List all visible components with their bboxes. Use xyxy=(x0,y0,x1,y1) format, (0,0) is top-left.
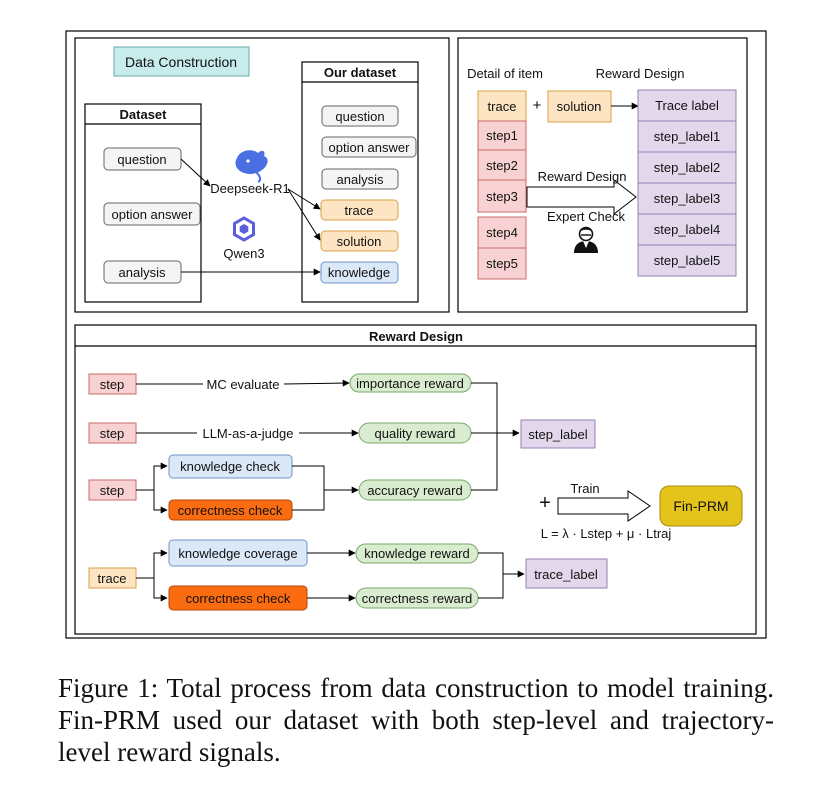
our-item-analysis-box xyxy=(321,168,399,190)
qwen-icon xyxy=(233,216,255,242)
our-item-trace-box xyxy=(320,199,399,221)
correctness-check-1: correctness check xyxy=(178,503,283,518)
label-step1: step_label1 xyxy=(654,129,721,144)
detail-step5: step5 xyxy=(486,256,518,271)
dataset-item-question: question xyxy=(117,152,166,167)
knowledge-coverage: knowledge coverage xyxy=(178,546,297,561)
trace-label-output-box xyxy=(525,558,608,589)
accuracy-reward: accuracy reward xyxy=(367,483,462,498)
deepseek-whale-icon xyxy=(235,150,268,183)
label-step3-box xyxy=(637,182,737,215)
step-label-3: step xyxy=(100,483,125,498)
our-item-solution: solution xyxy=(337,234,382,249)
quality-reward: quality reward xyxy=(375,426,456,441)
mc-evaluate-label: MC evaluate xyxy=(207,377,280,392)
label-step4-box xyxy=(637,213,737,246)
reward-design-arrow xyxy=(526,178,637,216)
fin-prm-box xyxy=(659,485,743,527)
our-item-trace: trace xyxy=(345,203,374,218)
label-step3: step_label3 xyxy=(654,191,721,206)
label-trace: Trace label xyxy=(655,98,719,113)
item-detail-panel xyxy=(457,37,748,313)
correctness-reward: correctness reward xyxy=(362,591,473,606)
our-item-question: question xyxy=(335,109,384,124)
trace-label-output: trace_label xyxy=(534,567,598,582)
loss-formula: L = λ · Lstep + μ · Ltraj xyxy=(541,526,672,541)
our-item-analysis: analysis xyxy=(337,172,384,187)
step-label-output-box xyxy=(520,419,596,449)
data-construction-header: Data Construction xyxy=(125,54,237,70)
train-label: Train xyxy=(570,481,599,496)
arrow-expert-check-label: Expert Check xyxy=(547,209,626,224)
detail-trace-box xyxy=(477,90,527,122)
detail-step1-box xyxy=(477,120,527,151)
knowledge-check: knowledge check xyxy=(180,459,280,474)
detail-plus: + xyxy=(533,97,542,114)
detail-solution: solution xyxy=(557,99,602,114)
label-step1-box xyxy=(637,120,737,153)
our-item-option-answer-box xyxy=(321,136,417,158)
label-step2: step_label2 xyxy=(654,160,721,175)
data-construction-header-box xyxy=(113,46,250,77)
step-label-output: step_label xyxy=(528,427,587,442)
model-deepseek-r1: Deepseek-R1 xyxy=(210,181,290,196)
our-item-solution-box xyxy=(320,230,399,252)
step-label-1: step xyxy=(100,377,125,392)
label-step5-box xyxy=(637,244,737,277)
model-qwen3: Qwen3 xyxy=(223,246,264,261)
arrow-reward-design-label: Reward Design xyxy=(538,169,627,184)
reward-design-label: Reward Design xyxy=(596,66,685,81)
dataset-title: Dataset xyxy=(120,107,168,122)
detail-step3: step3 xyxy=(486,189,518,204)
detail-step3-box xyxy=(477,179,527,213)
llm-judge-label: LLM-as-a-judge xyxy=(202,426,293,441)
data-construction-panel xyxy=(74,37,450,313)
expert-person-icon xyxy=(574,226,598,253)
detail-step4: step4 xyxy=(486,225,518,240)
label-step4: step_label4 xyxy=(654,222,721,237)
our-item-question-box xyxy=(321,105,399,127)
step-label-2: step xyxy=(100,426,125,441)
our-item-knowledge-box xyxy=(320,261,399,284)
detail-trace: trace xyxy=(488,99,517,114)
knowledge-reward: knowledge reward xyxy=(364,546,470,561)
correctness-check-2: correctness check xyxy=(186,591,291,606)
train-arrow xyxy=(557,490,651,522)
dataset-item-option-answer-box xyxy=(103,202,201,226)
trace-label: trace xyxy=(98,571,127,586)
detail-step2-box xyxy=(477,149,527,181)
train-plus: + xyxy=(539,492,551,514)
our-dataset-title: Our dataset xyxy=(324,65,397,80)
reward-design-panel xyxy=(74,324,757,635)
our-item-knowledge: knowledge xyxy=(328,265,390,280)
dataset-item-option-answer: option answer xyxy=(112,207,194,222)
figure-caption: Figure 1: Total process from data constr… xyxy=(58,673,774,767)
importance-reward: importance reward xyxy=(356,376,464,391)
reward-design-title: Reward Design xyxy=(369,329,463,344)
outer-frame xyxy=(65,30,767,639)
label-trace-box xyxy=(637,89,737,122)
detail-step5-box xyxy=(477,247,527,280)
detail-of-item-label: Detail of item xyxy=(467,66,543,81)
detail-step1: step1 xyxy=(486,128,518,143)
detail-step2: step2 xyxy=(486,158,518,173)
label-step2-box xyxy=(637,151,737,184)
fin-prm-label: Fin-PRM xyxy=(673,498,728,514)
our-item-option-answer: option answer xyxy=(329,140,411,155)
dataset-item-analysis: analysis xyxy=(119,265,166,280)
label-step5: step_label5 xyxy=(654,253,721,268)
